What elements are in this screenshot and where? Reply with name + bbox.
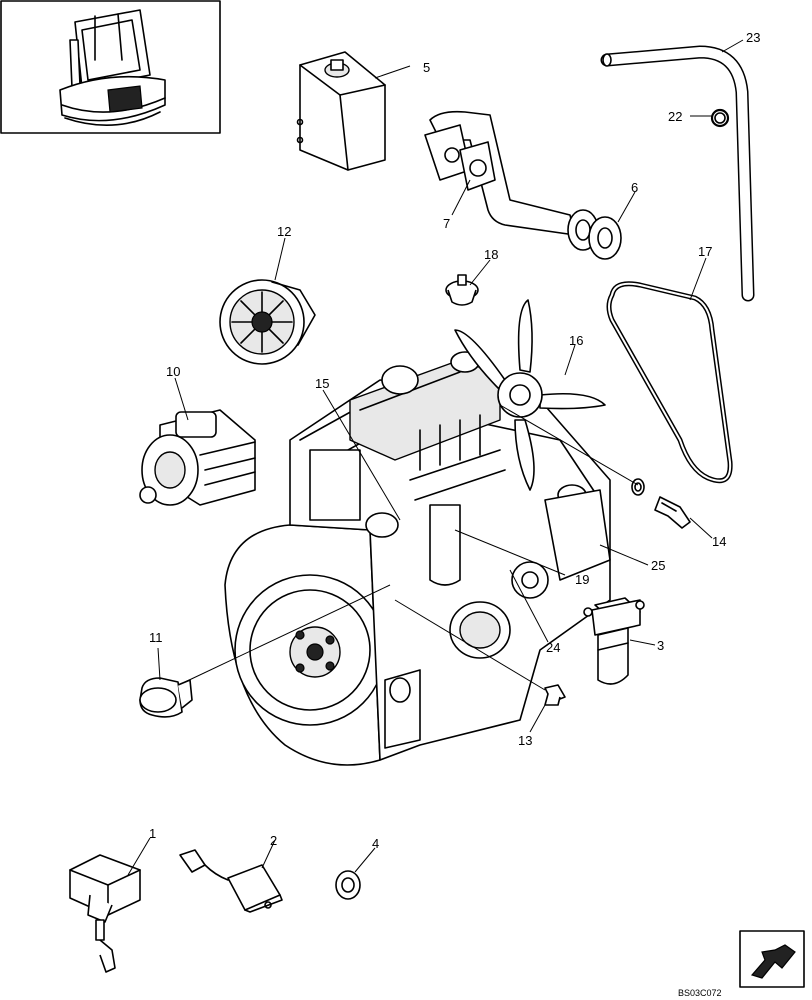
machine-locator-icon xyxy=(0,0,221,134)
callout-5: 5 xyxy=(423,60,430,75)
callout-10: 10 xyxy=(166,364,180,379)
part-4-washer[interactable] xyxy=(335,870,361,900)
navigation-arrow-icon[interactable] xyxy=(739,930,805,988)
part-6-gasket[interactable] xyxy=(567,209,622,260)
part-5-reservoir[interactable] xyxy=(296,51,386,171)
part-1-controller[interactable] xyxy=(69,854,141,973)
leader-lines xyxy=(127,39,744,876)
callout-11: 11 xyxy=(149,630,163,645)
callout-16: 16 xyxy=(569,333,583,348)
part-18-thermostat[interactable] xyxy=(445,274,479,306)
washer-14[interactable] xyxy=(631,478,645,496)
part-10-starter[interactable] xyxy=(139,409,256,506)
part-2-relay[interactable] xyxy=(179,849,283,913)
part-13-switch[interactable] xyxy=(544,684,566,706)
part-3-fuel-filter[interactable] xyxy=(583,597,645,685)
part-23-hose[interactable] xyxy=(600,45,755,302)
callout-12: 12 xyxy=(277,224,291,239)
callout-15: 15 xyxy=(315,376,329,391)
part-22-clamp[interactable] xyxy=(710,108,730,128)
callout-23: 23 xyxy=(746,30,760,45)
callout-25: 25 xyxy=(651,558,665,573)
callout-17: 17 xyxy=(698,244,712,259)
callout-13: 13 xyxy=(518,733,532,748)
callout-2: 2 xyxy=(270,833,277,848)
callout-6: 6 xyxy=(631,180,638,195)
callout-19: 19 xyxy=(575,572,589,587)
part-14-sensor[interactable] xyxy=(654,496,691,529)
part-17-belt[interactable] xyxy=(606,281,733,484)
callout-1: 1 xyxy=(149,826,156,841)
part-11-solenoid[interactable] xyxy=(139,677,193,718)
callout-3: 3 xyxy=(657,638,664,653)
callout-labels: 1 2 3 4 5 6 7 10 11 12 13 14 15 16 17 18… xyxy=(149,30,760,998)
callout-22: 22 xyxy=(668,109,682,124)
callout-7: 7 xyxy=(443,216,450,231)
callout-24: 24 xyxy=(546,640,560,655)
callout-4: 4 xyxy=(372,836,379,851)
callout-14: 14 xyxy=(712,534,726,549)
callout-18: 18 xyxy=(484,247,498,262)
diagram-code: BS03C072 xyxy=(678,988,722,998)
part-7-pipe[interactable] xyxy=(424,110,576,236)
part-16-fan[interactable] xyxy=(454,299,606,491)
part-12-alternator[interactable] xyxy=(219,279,316,365)
